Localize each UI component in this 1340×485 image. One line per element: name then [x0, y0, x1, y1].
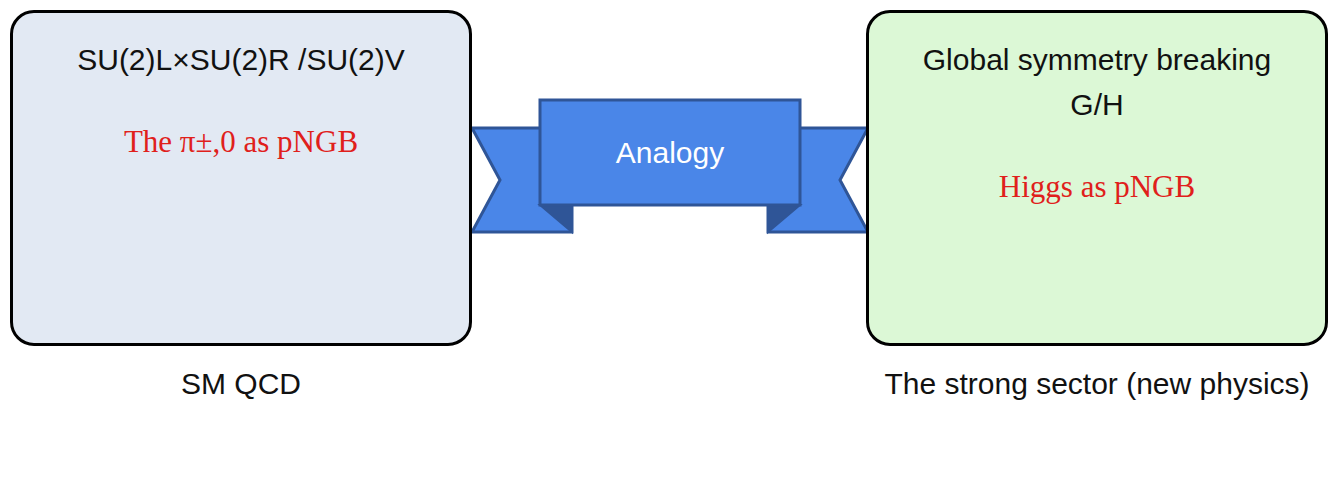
symmetry-text: Global symmetry breaking G/H — [896, 37, 1298, 127]
sector-caption: The strong sector (new physics) — [849, 363, 1340, 405]
banner-label: Analogy — [616, 136, 724, 170]
symmetry-text: SU(2)L×SU(2)R /SU(2)V — [77, 37, 405, 82]
ribbon-band — [540, 100, 800, 205]
pngb-text: Higgs as pNGB — [999, 169, 1195, 205]
concept-box: SU(2)L×SU(2)R /SU(2)VThe π±,0 as pNGBSM … — [10, 10, 472, 346]
concept-box: Global symmetry breaking G/H Higgs as pNG… — [866, 10, 1328, 346]
ribbon-fold — [768, 205, 800, 232]
sector-caption: SM QCD — [0, 363, 489, 405]
ribbon-fold — [540, 205, 572, 232]
pngb-text: The π±,0 as pNGB — [124, 124, 358, 160]
analogy-banner: Analogy — [540, 100, 800, 205]
